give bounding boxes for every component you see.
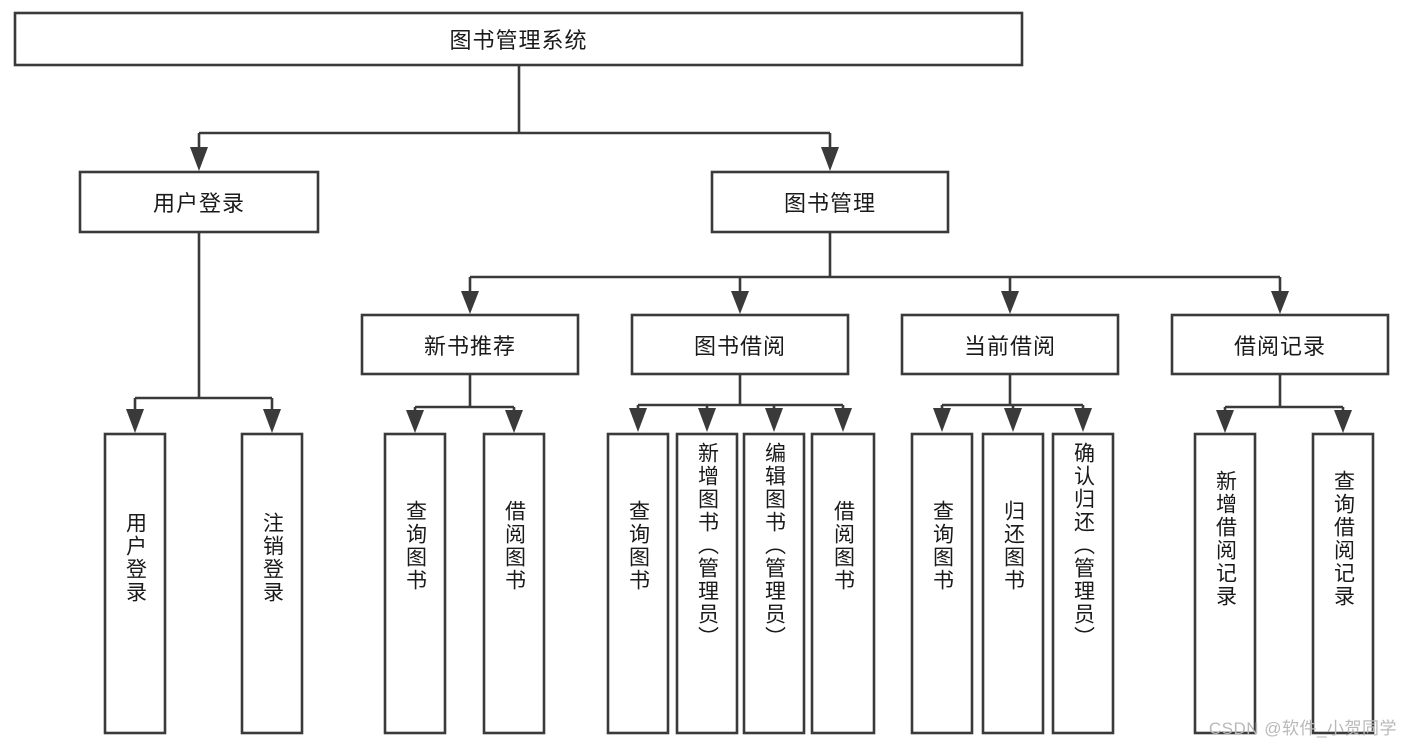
connector-current-borrow-to-leaves: [933, 374, 1092, 432]
node-box-book-borrow[interactable]: [630, 313, 850, 376]
node-box-leaf-query-book-recommend[interactable]: [383, 432, 447, 735]
node-box-new-book-recommend[interactable]: [360, 313, 580, 376]
connector-borrow-record-to-leaves: [1216, 374, 1352, 433]
csdn-watermark: CSDN @软件_小贺同学: [1208, 719, 1397, 738]
node-box-leaf-return-book[interactable]: [981, 432, 1045, 735]
node-box-leaf-logout[interactable]: [240, 432, 304, 735]
arrow-head-leaf-user-login: [126, 409, 144, 433]
arrow-head-leaf-query-book-recommend: [406, 410, 424, 433]
arrow-head-book-management: [821, 147, 839, 171]
arrow-head-borrow-record: [1271, 291, 1289, 314]
arrow-head-leaf-return-book: [1004, 408, 1022, 432]
node-box-leaf-borrow-book-recommend[interactable]: [482, 432, 546, 735]
node-box-leaf-query-borrow-record[interactable]: [1311, 432, 1375, 735]
node-box-leaf-borrow-book[interactable]: [810, 432, 876, 735]
arrow-head-user-login: [190, 147, 208, 171]
node-box-leaf-user-login[interactable]: [103, 432, 167, 735]
arrow-head-leaf-add-borrow-record: [1216, 410, 1234, 433]
node-box-current-borrow[interactable]: [900, 313, 1120, 376]
arrow-head-leaf-confirm-return-admin: [1074, 408, 1092, 432]
arrow-head-leaf-query-book-current: [933, 408, 951, 432]
arrow-head-new-book-recommend: [461, 291, 479, 314]
connector-user-login-to-leaves: [126, 232, 281, 433]
node-box-leaf-confirm-return-admin[interactable]: [1051, 432, 1115, 735]
arrow-head-book-borrow: [731, 291, 749, 314]
arrow-head-leaf-add-book-admin: [698, 408, 716, 432]
node-box-book-management[interactable]: [710, 170, 950, 234]
node-box-leaf-add-book-admin[interactable]: [675, 432, 739, 735]
node-box-leaf-edit-book-admin[interactable]: [742, 432, 806, 735]
arrow-head-leaf-query-borrow-record: [1334, 410, 1352, 433]
node-box-leaf-add-borrow-record[interactable]: [1193, 432, 1257, 735]
connector-book-borrow-to-leaves: [629, 374, 852, 432]
arrow-head-leaf-edit-book-admin: [765, 408, 783, 432]
node-box-user-login[interactable]: [78, 170, 320, 234]
node-box-root[interactable]: [13, 11, 1024, 67]
connector-book-management-to-level2: [461, 232, 1289, 314]
arrow-head-leaf-logout: [263, 409, 281, 433]
arrow-head-current-borrow: [1001, 291, 1019, 314]
arrow-head-leaf-borrow-book: [834, 408, 852, 432]
node-box-leaf-query-book-current[interactable]: [910, 432, 974, 735]
node-box-borrow-record[interactable]: [1170, 313, 1390, 376]
arrow-head-leaf-borrow-book-recommend: [505, 410, 523, 433]
connector-new-book-recommend-to-leaves: [406, 374, 523, 433]
node-box-leaf-query-book-borrow[interactable]: [606, 432, 670, 735]
arrow-head-leaf-query-book-borrow: [629, 408, 647, 432]
connector-root-to-level1: [190, 65, 839, 171]
